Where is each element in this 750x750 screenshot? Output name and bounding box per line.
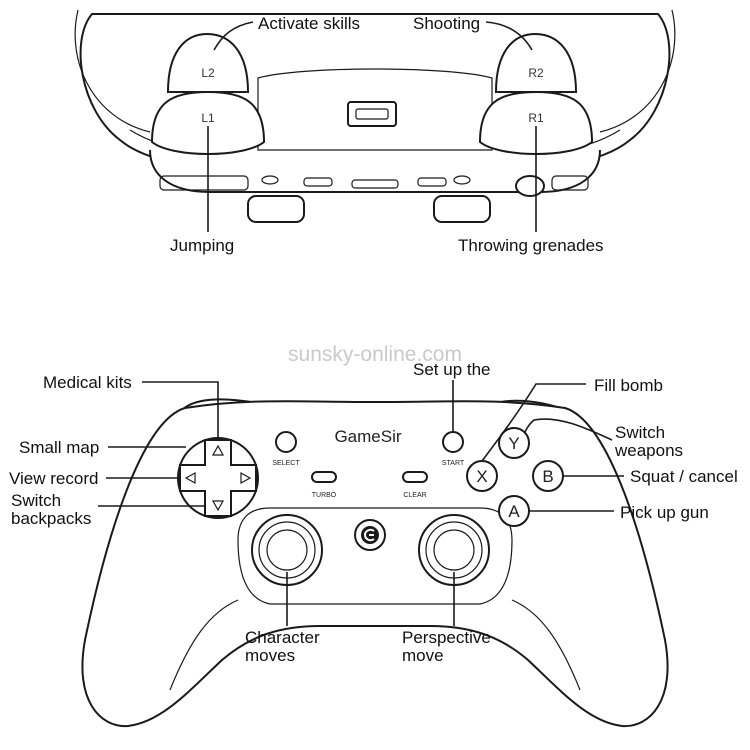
clear-label: CLEAR [403, 492, 426, 499]
r2-callout-line [485, 21, 533, 51]
turbo-label: TURBO [312, 492, 337, 499]
usb-port [347, 101, 397, 127]
r1-label: R1 [528, 111, 544, 125]
start-callout: Set up the [413, 360, 491, 379]
watermark: sunsky-online.com [288, 343, 462, 366]
dpad-down-callout-line2: backpacks [11, 509, 91, 528]
r2-trigger [494, 32, 578, 93]
a-callout: Pick up gun [620, 503, 709, 522]
usb-port-inner [355, 108, 389, 120]
top-detail-6 [515, 175, 545, 197]
top-detail-1 [303, 177, 333, 187]
r1-bumper [478, 90, 594, 155]
right-stick-callout-line1: Perspective [402, 628, 491, 647]
home-logo-mark [363, 528, 375, 542]
dpad-down-callout-line1: Switch [11, 491, 61, 510]
start-button [442, 431, 464, 453]
dpad-left-callout: Small map [19, 438, 99, 457]
top-left-grip [74, 9, 151, 133]
start-label: START [442, 460, 465, 467]
dpad-up-icon [211, 444, 225, 456]
front-body-outline [81, 400, 669, 728]
dpad-down-icon [211, 500, 225, 512]
left-stick-callout-line2: moves [245, 646, 295, 665]
dpad [179, 439, 257, 517]
l1-bumper [150, 90, 266, 155]
left-stick-callout-line1: Character [245, 628, 320, 647]
front-inner-panel [237, 507, 513, 605]
y-callout-line [481, 383, 586, 462]
front-grip-left-line [169, 599, 239, 691]
l1-callout: Jumping [170, 236, 234, 255]
clear-button [402, 471, 428, 483]
b-button-label: B [542, 467, 553, 486]
top-stick-left [247, 195, 305, 223]
r2-callout: Shooting [413, 14, 480, 33]
y-button [498, 427, 530, 459]
y-button-label: Y [508, 434, 519, 453]
controller-top-view: L2 L1 R2 R1 Activate skills Shooting Jum… [74, 9, 676, 255]
x-button-label: X [476, 467, 487, 486]
l2-callout: Activate skills [258, 14, 360, 33]
dpad-up-callout: Medical kits [43, 373, 132, 392]
turbo-button [311, 471, 337, 483]
l2-label: L2 [201, 66, 215, 80]
view-record-callout: View record [9, 469, 98, 488]
select-button [275, 431, 297, 453]
l1-label: L1 [201, 111, 215, 125]
top-detail-3 [417, 177, 447, 187]
dpad-up-callout-line [142, 381, 219, 440]
a-button-label: A [508, 502, 520, 521]
controller-front-view: SELECT START GameSir TURBO CLEAR Y X B A [9, 360, 738, 728]
top-detail-7 [159, 175, 249, 191]
top-detail-2 [351, 179, 399, 189]
top-detail-8 [551, 175, 589, 191]
x-callout-line2: weapons [614, 441, 683, 460]
l2-callout-line [213, 21, 254, 51]
top-right-grip [599, 9, 676, 133]
b-callout: Squat / cancel [630, 467, 738, 486]
select-label: SELECT [272, 460, 300, 467]
dpad-left-icon [184, 471, 196, 485]
front-grip-right-line [511, 599, 581, 691]
r2-label: R2 [528, 66, 544, 80]
brand-logo-text: GameSir [334, 427, 401, 446]
top-detail-5 [453, 175, 471, 185]
dpad-right-icon [240, 471, 252, 485]
top-center-housing [257, 68, 493, 151]
top-detail-4 [261, 175, 279, 185]
x-callout-line1: Switch [615, 423, 665, 442]
top-stick-right [433, 195, 491, 223]
r1-callout: Throwing grenades [458, 236, 604, 255]
right-stick-callout-line2: move [402, 646, 444, 665]
left-stick-cap [266, 529, 308, 571]
l2-trigger [166, 32, 250, 93]
x-callout-line [524, 418, 613, 441]
right-stick-cap [433, 529, 475, 571]
y-callout: Fill bomb [594, 376, 663, 395]
